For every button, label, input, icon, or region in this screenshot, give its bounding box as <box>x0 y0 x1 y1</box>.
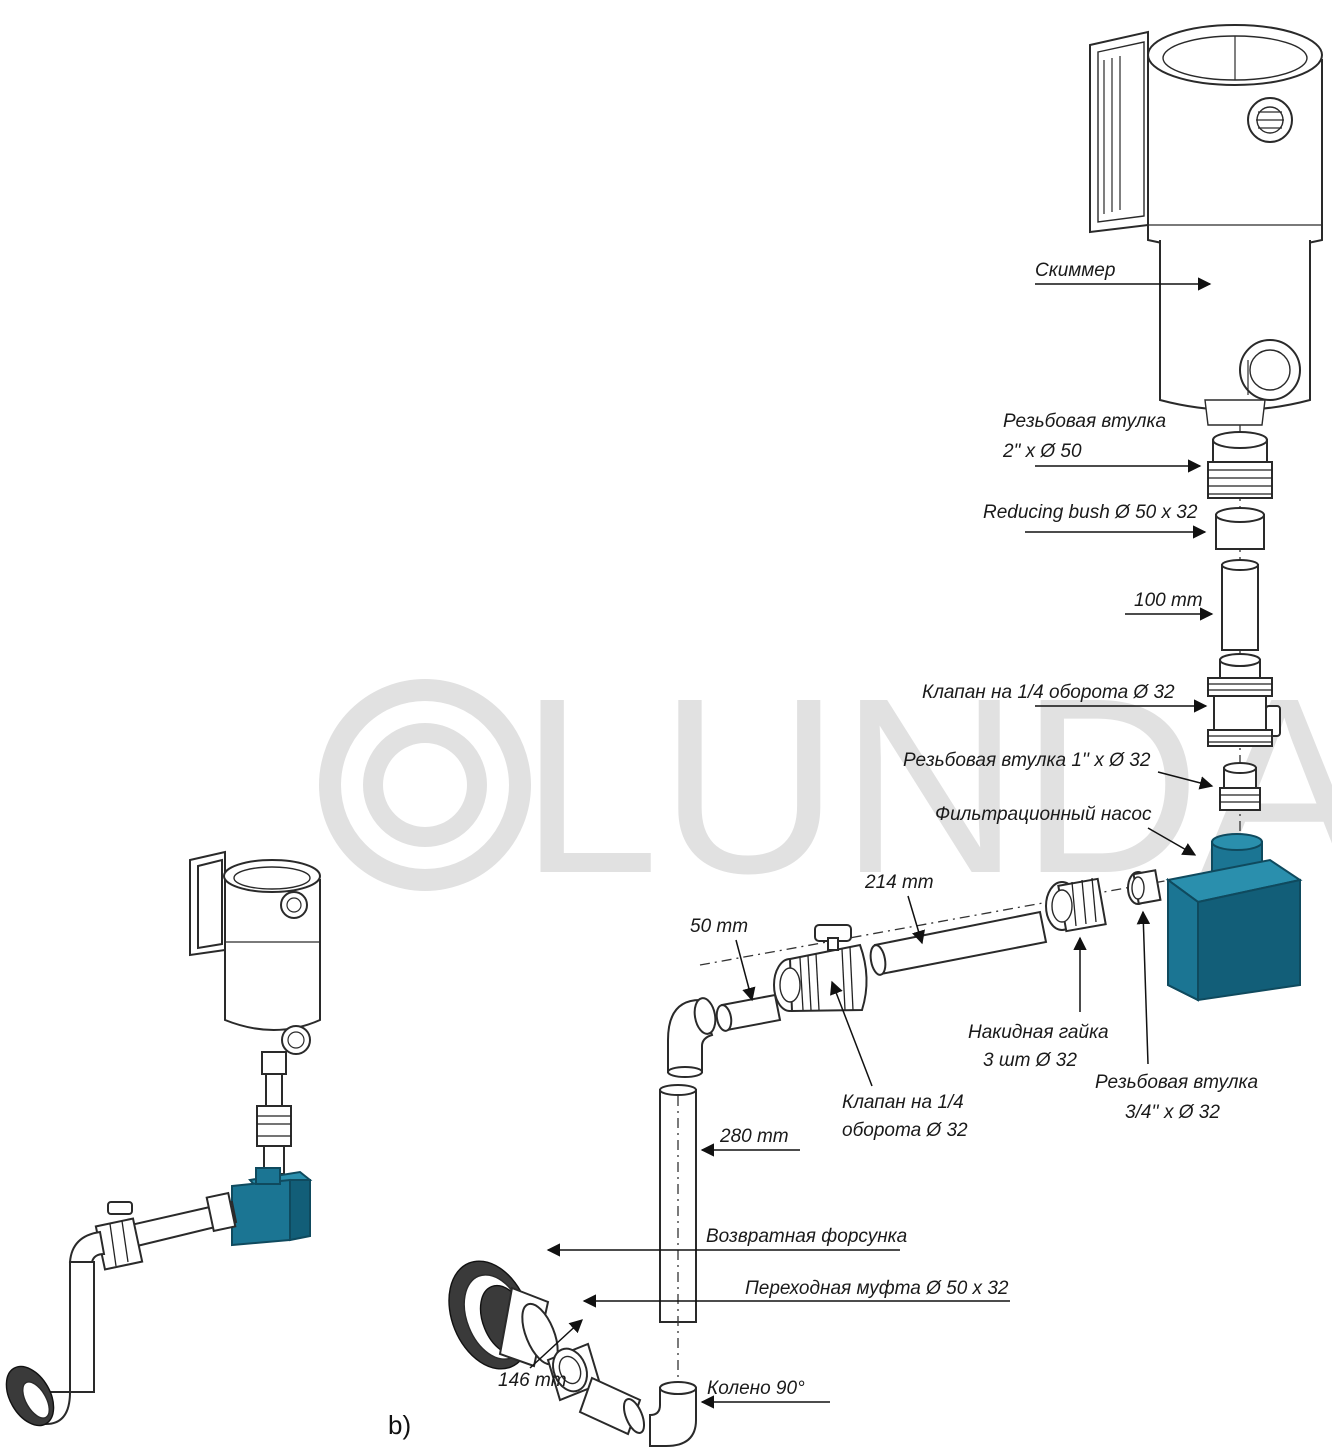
threaded-bush-2in <box>1207 431 1273 499</box>
label-reducing-bush: Reducing bush Ø 50 x 32 <box>983 502 1198 523</box>
label-threaded-bush-2in-line1: Резьбовая втулка <box>1003 411 1166 432</box>
pipe-146mm <box>578 1376 646 1436</box>
watermark-logo-icon <box>319 679 531 891</box>
label-adapter: Переходная муфта Ø 50 x 32 <box>745 1278 1009 1299</box>
label-pipe-214mm: 214 mm <box>864 872 934 893</box>
label-valve-mid-line1: Клапан на 1/4 <box>842 1092 964 1113</box>
reducing-bush <box>1215 507 1265 550</box>
valve-mid <box>773 924 868 1013</box>
label-union-nut-line1: Накидная гайка <box>968 1022 1109 1043</box>
filter-pump <box>1165 833 1303 1002</box>
pipe-50mm <box>715 993 782 1032</box>
label-threaded-bush-1in: Резьбовая втулка 1'' х Ø 32 <box>903 750 1151 771</box>
threaded-bush-34in <box>1127 869 1162 905</box>
label-threaded-bush-34in-line2: 3/4'' х Ø 32 <box>1125 1102 1220 1123</box>
pipe-100mm <box>1221 559 1259 651</box>
skimmer <box>1089 24 1323 426</box>
overview-pump <box>231 1167 313 1247</box>
overview-nozzle <box>5 1365 55 1427</box>
leader-lines <box>529 277 1214 1409</box>
return-nozzle <box>448 1260 559 1370</box>
label-pipe-100mm: 100 mm <box>1134 590 1203 611</box>
elbow-90 <box>649 1381 697 1447</box>
label-return-nozzle: Возвратная форсунка <box>706 1226 907 1247</box>
label-threaded-bush-2in-line2: 2" х Ø 50 <box>1002 441 1082 462</box>
label-skimmer: Скиммер <box>1035 260 1115 281</box>
part-labels: Скиммер Резьбовая втулка 2" х Ø 50 Reduc… <box>388 260 1258 1440</box>
pipe-280mm <box>659 1084 697 1380</box>
label-valve-mid-line2: оборота Ø 32 <box>842 1120 968 1141</box>
label-pipe-280mm: 280 mm <box>719 1126 789 1147</box>
overview-skimmer <box>189 850 321 1055</box>
label-union-nut-line2: 3 шт Ø 32 <box>983 1050 1077 1071</box>
threaded-bush-1in <box>1219 762 1261 811</box>
label-elbow-90: Колено 90° <box>707 1378 805 1399</box>
panel-label: b) <box>388 1410 411 1440</box>
union-nut <box>1045 877 1107 933</box>
label-valve-top: Клапан на 1/4 оборота Ø 32 <box>922 682 1175 703</box>
label-pipe-146mm: 146 mm <box>498 1370 567 1391</box>
label-threaded-bush-34in-line1: Резьбовая втулка <box>1095 1072 1258 1093</box>
label-filter-pump: Фильтрационный насос <box>935 804 1152 825</box>
valve-top <box>1207 653 1281 747</box>
elbow-top <box>667 997 717 1078</box>
label-pipe-50mm: 50 mm <box>690 916 748 937</box>
pipe-214mm <box>869 910 1048 976</box>
overview-assembly <box>5 850 321 1427</box>
